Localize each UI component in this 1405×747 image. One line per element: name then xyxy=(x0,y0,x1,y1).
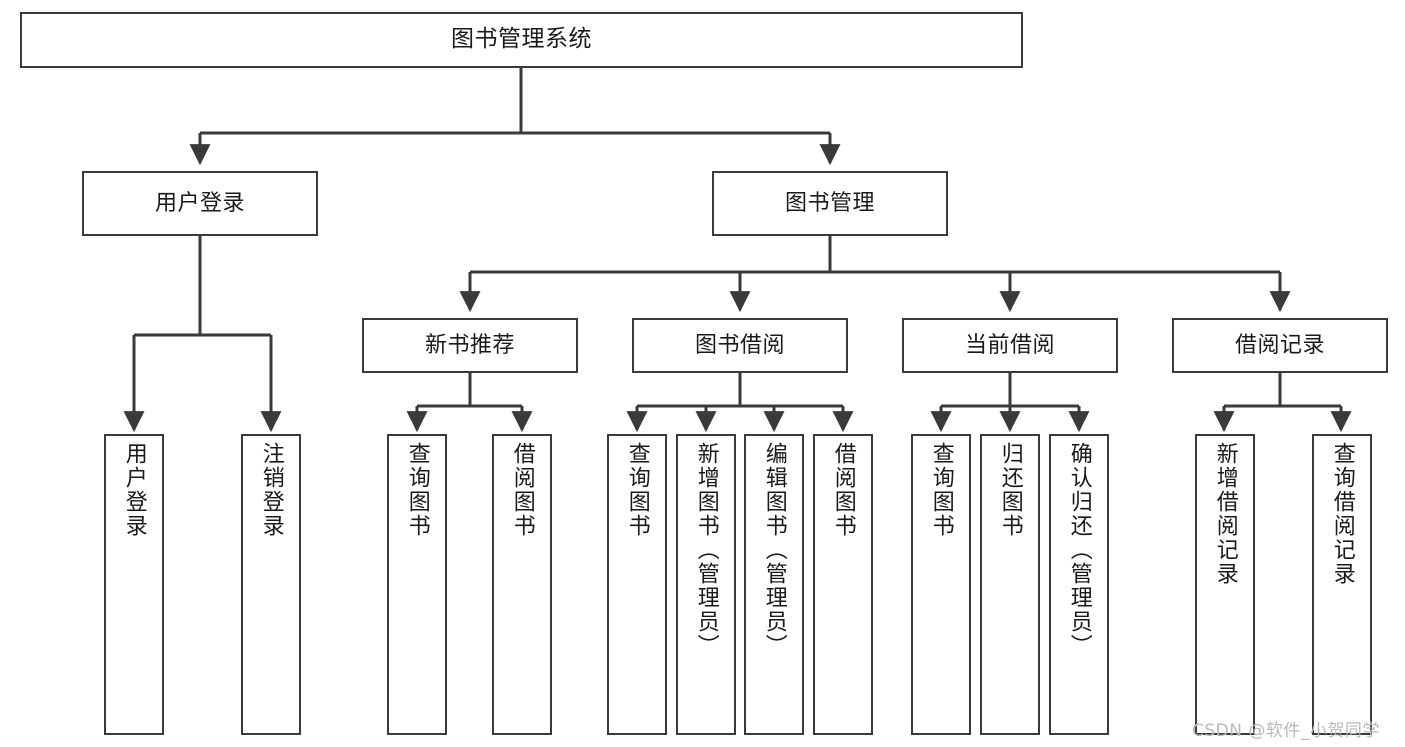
leaf-current-borrow-query-book[interactable]: 查询图书 xyxy=(911,434,971,735)
leaf-new-book-query-book[interactable]: 查询图书 xyxy=(387,434,447,735)
node-label: 图书管理系统 xyxy=(451,26,592,53)
node-label: 查询图书 xyxy=(404,442,430,538)
node-label: 借阅图书 xyxy=(830,442,856,538)
leaf-book-borrow-borrow-book[interactable]: 借阅图书 xyxy=(813,434,873,735)
node-label: 图书管理 xyxy=(784,190,875,216)
leaf-current-borrow-return-book[interactable]: 归还图书 xyxy=(980,434,1040,735)
node-label: 编辑图书（管理员） xyxy=(761,442,787,658)
leaf-new-book-borrow-book[interactable]: 借阅图书 xyxy=(492,434,552,735)
leaf-borrow-record-query-record[interactable]: 查询借阅记录 xyxy=(1312,434,1372,735)
node-label: 确认归还（管理员） xyxy=(1066,442,1092,658)
node-label: 当前借阅 xyxy=(964,332,1055,358)
node-label: 新书推荐 xyxy=(424,332,515,358)
leaf-user-login-logout[interactable]: 注销登录 xyxy=(241,434,301,735)
node-label: 查询图书 xyxy=(928,442,954,538)
leaf-book-borrow-edit-book-admin[interactable]: 编辑图书（管理员） xyxy=(744,434,804,735)
leaf-book-borrow-query-book[interactable]: 查询图书 xyxy=(607,434,667,735)
node-label: 新增借阅记录 xyxy=(1212,442,1238,586)
node-label: 归还图书 xyxy=(997,442,1023,538)
leaf-current-borrow-confirm-return-admin[interactable]: 确认归还（管理员） xyxy=(1049,434,1109,735)
node-user-login[interactable]: 用户登录 xyxy=(82,171,318,236)
node-new-book-recommend[interactable]: 新书推荐 xyxy=(362,318,578,373)
node-label: 借阅记录 xyxy=(1234,332,1325,358)
node-label: 用户登录 xyxy=(121,442,147,538)
node-label: 查询图书 xyxy=(624,442,650,538)
node-label: 查询借阅记录 xyxy=(1329,442,1355,586)
node-root-book-management-system[interactable]: 图书管理系统 xyxy=(20,12,1023,68)
node-label: 借阅图书 xyxy=(509,442,535,538)
node-label: 图书借阅 xyxy=(694,332,785,358)
node-borrow-record[interactable]: 借阅记录 xyxy=(1172,318,1388,373)
leaf-user-login-login[interactable]: 用户登录 xyxy=(104,434,164,735)
node-label: 注销登录 xyxy=(258,442,284,538)
node-book-borrow[interactable]: 图书借阅 xyxy=(632,318,848,373)
watermark-text: CSDN @软件_小贺同学 xyxy=(1192,721,1380,741)
node-current-borrow[interactable]: 当前借阅 xyxy=(902,318,1118,373)
node-label: 用户登录 xyxy=(154,190,245,216)
node-label: 新增图书（管理员） xyxy=(693,442,719,658)
leaf-borrow-record-add-record[interactable]: 新增借阅记录 xyxy=(1195,434,1255,735)
leaf-book-borrow-add-book-admin[interactable]: 新增图书（管理员） xyxy=(676,434,736,735)
node-book-management[interactable]: 图书管理 xyxy=(712,171,948,236)
